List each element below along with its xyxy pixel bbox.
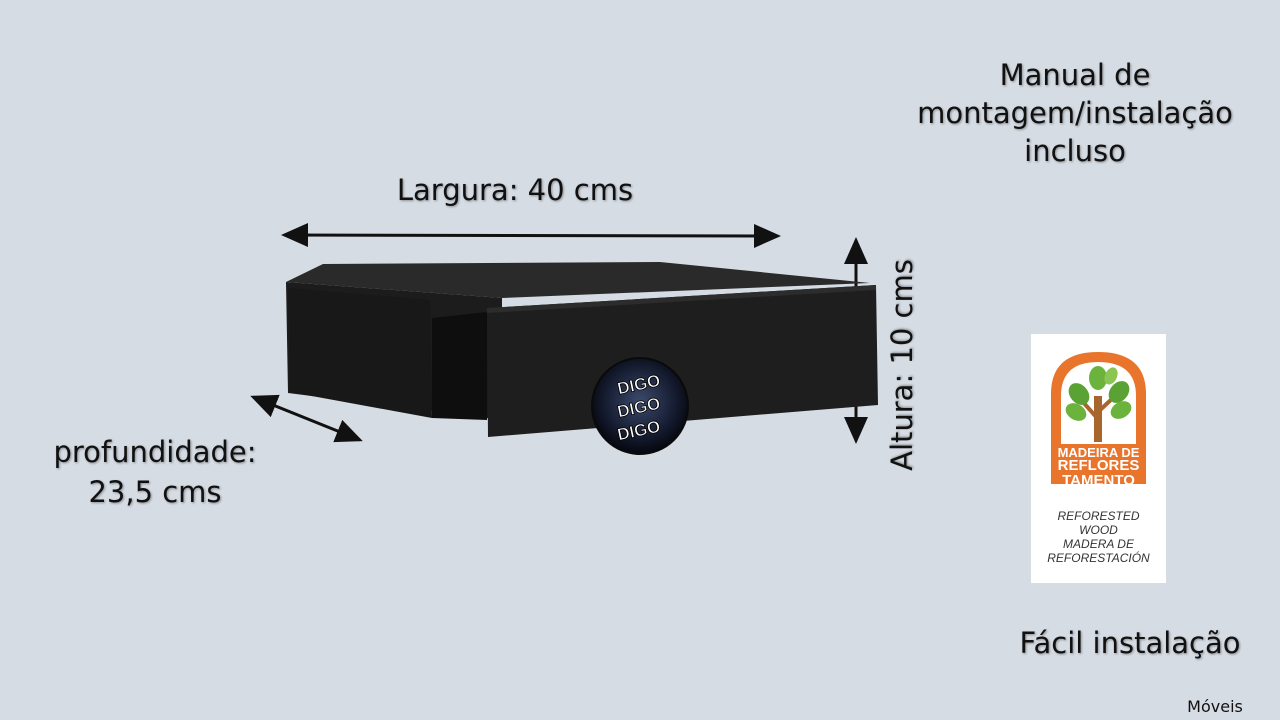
reforested-wood-badge: MADEIRA DE REFLORES TAMENTO REFORESTED W… bbox=[1031, 334, 1166, 583]
floating-shelf-drawer bbox=[286, 262, 878, 437]
badge-title-line: TAMENTO bbox=[1062, 472, 1135, 489]
badge-subtitle-line: REFORESTED bbox=[1057, 509, 1140, 523]
badge-subtitle-line: REFORESTACIÓN bbox=[1047, 551, 1150, 565]
depth-label: profundidade: 23,5 cms bbox=[20, 432, 290, 512]
width-label: Largura: 40 cms bbox=[396, 173, 634, 207]
drawer-knob-logo: DIGO DIGO DIGO bbox=[591, 357, 689, 455]
badge-subtitle-line: MADERA DE bbox=[1063, 537, 1134, 551]
tree-icon bbox=[1051, 352, 1146, 484]
manual-line: incluso bbox=[1024, 134, 1126, 168]
footer-text: Móveis bbox=[1187, 697, 1243, 716]
manual-line: Manual de bbox=[999, 58, 1151, 92]
width-dimension-arrow bbox=[281, 223, 781, 248]
depth-label-line: profundidade: bbox=[53, 435, 257, 469]
depth-label-line: 23,5 cms bbox=[88, 475, 222, 509]
badge-title-line: REFLORES bbox=[1057, 457, 1140, 474]
badge-title-line: MADEIRA DE bbox=[1057, 445, 1140, 460]
manual-included-text: Manual de montagem/instalação incluso bbox=[895, 56, 1255, 170]
depth-dimension-arrow bbox=[250, 394, 363, 443]
height-label: Altura: 10 cms bbox=[885, 259, 919, 471]
badge-subtitle-line: WOOD bbox=[1079, 523, 1118, 537]
easy-install-text: Fácil instalação bbox=[1019, 626, 1241, 660]
manual-line: montagem/instalação bbox=[917, 96, 1233, 130]
